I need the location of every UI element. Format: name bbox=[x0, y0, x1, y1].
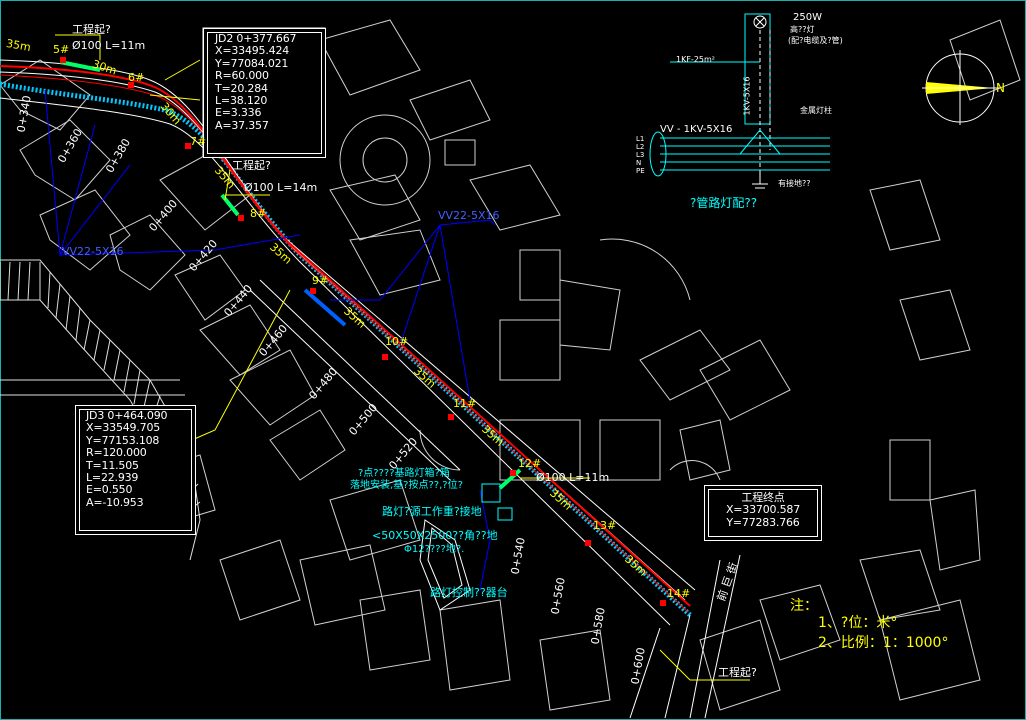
lamp-label-14: 14# bbox=[667, 587, 691, 600]
phase-l1: L1 bbox=[636, 135, 645, 143]
jd2-a: A=37.357 bbox=[215, 118, 269, 132]
phase-l3: L3 bbox=[636, 151, 645, 159]
jd3-inner bbox=[79, 409, 192, 531]
jd2-e: E=3.336 bbox=[215, 106, 262, 120]
instruction-line-1: ?点????基路灯箱?箱 bbox=[358, 468, 450, 479]
buildings-layer bbox=[0, 19, 1021, 711]
jd3-title: JD3 0+464.090 bbox=[86, 409, 168, 422]
jd2-text: JD2 0+377.667 X=33495.424 Y=77084.021 R=… bbox=[215, 32, 297, 132]
lamp-label-12: 12# bbox=[518, 457, 542, 470]
end-point-box: 工程终点 X=33700.587 Y=77283.766 bbox=[704, 485, 822, 541]
pipe-highlights bbox=[59, 60, 522, 490]
lamp-cable-spec: VV - 1KV-5X16 bbox=[660, 124, 733, 135]
lamp-desc: 高??灯 bbox=[790, 25, 815, 34]
crossing-third-pipe: Ø100 L=11m bbox=[536, 471, 610, 484]
jd3-x: X=33549.705 bbox=[86, 421, 161, 435]
lamp-label-10: 10# bbox=[385, 335, 409, 348]
north-arrow bbox=[922, 50, 1000, 125]
lamp-markers bbox=[60, 57, 666, 606]
cable-label-left: VV22-5X16 bbox=[62, 245, 124, 258]
jd2-r: R=60.000 bbox=[215, 69, 269, 83]
lamp-label-9: 9# bbox=[312, 274, 329, 287]
lamp-label-8: 8# bbox=[250, 207, 267, 220]
lamp-label-13: 13# bbox=[593, 519, 617, 532]
lamp-vertical: 1KV-5X16 bbox=[742, 76, 752, 116]
lamp-detail-drawing bbox=[649, 13, 830, 189]
jd2-curve-box: JD2 0+377.667 X=33495.424 Y=77084.021 R=… bbox=[203, 28, 326, 158]
crossing-first-label: 工程起? bbox=[72, 23, 111, 36]
end-point-text: 工程终点 X=33700.587 Y=77283.766 bbox=[705, 491, 821, 529]
jd2-title: JD2 0+377.667 bbox=[215, 32, 297, 45]
notes-item-1: 1、?位：米° bbox=[818, 615, 898, 631]
phase-l2: L2 bbox=[636, 143, 645, 151]
lamp-power: 250W bbox=[793, 12, 822, 23]
road-centerline bbox=[0, 65, 691, 613]
jd2-t: T=20.284 bbox=[215, 81, 268, 95]
instruction-line-5: Φ12????地?. bbox=[404, 544, 465, 555]
jd3-text: JD3 0+464.090 X=33549.705 Y=77153.108 R=… bbox=[86, 409, 168, 509]
jd3-l: L=22.939 bbox=[86, 471, 139, 485]
end-point-title: 工程终点 bbox=[741, 491, 785, 504]
lamp-label-7: 7# bbox=[190, 135, 207, 148]
cable-label-right: VV22-5X16 bbox=[438, 209, 500, 222]
jd2-y: Y=77084.021 bbox=[215, 56, 289, 70]
notes-heading: 注： bbox=[790, 598, 818, 614]
lamp-detail-caption: ?管路灯配?? bbox=[690, 196, 758, 210]
lamp-label-11: 11# bbox=[453, 397, 477, 410]
annotation-lines bbox=[44, 89, 496, 591]
jd3-curve-box: JD3 0+464.090 X=33549.705 Y=77153.108 R=… bbox=[75, 405, 196, 535]
crossing-end-label: 工程起? bbox=[718, 666, 757, 679]
end-point-y: Y=77283.766 bbox=[726, 515, 800, 529]
lamp-sub: (配?电缆及?管) bbox=[788, 36, 843, 45]
lamp-pe-note: 有接地?? bbox=[778, 179, 811, 188]
lamp-label-6: 6# bbox=[128, 71, 145, 84]
crossing-second-label: 工程起? bbox=[232, 159, 271, 172]
jd2-x: X=33495.424 bbox=[215, 44, 290, 58]
lamp-pole: 金属灯柱 bbox=[800, 106, 832, 115]
instruction-line-4: <50X50X2500??角??地 bbox=[372, 529, 498, 542]
jd2-l: L=38.120 bbox=[215, 94, 268, 108]
jd3-t: T=11.505 bbox=[86, 458, 139, 472]
notes-item-2: 2、比例：1：1000° bbox=[818, 635, 949, 651]
crossing-second-pipe: Ø100 L=14m bbox=[244, 181, 318, 194]
pipe-blue bbox=[303, 288, 347, 327]
end-point-inner bbox=[708, 489, 818, 537]
leader-lines bbox=[55, 34, 750, 681]
lamp-label-5: 5# bbox=[53, 43, 70, 56]
instruction-line-2: 落地安装,基?按点??,?位? bbox=[350, 480, 463, 491]
jd3-e: E=0.550 bbox=[86, 483, 133, 497]
phase-pe: PE bbox=[636, 167, 645, 175]
compass-north: N bbox=[996, 81, 1005, 95]
jd3-y: Y=77153.108 bbox=[86, 433, 160, 447]
lamp-wire: 1KF-25m² bbox=[676, 55, 716, 64]
jd3-r: R=120.000 bbox=[86, 446, 147, 460]
end-point-x: X=33700.587 bbox=[725, 503, 801, 517]
jd3-a: A=-10.953 bbox=[86, 495, 144, 509]
phase-n: N bbox=[636, 159, 642, 167]
instruction-line-6: 路灯控制??器台 bbox=[430, 586, 508, 599]
instruction-line-3: 路灯?源工作重?接地 bbox=[382, 505, 482, 518]
jd2-inner bbox=[207, 32, 322, 154]
crossing-first-pipe: Ø100 L=11m bbox=[72, 39, 146, 52]
control-cabinet bbox=[419, 483, 513, 611]
